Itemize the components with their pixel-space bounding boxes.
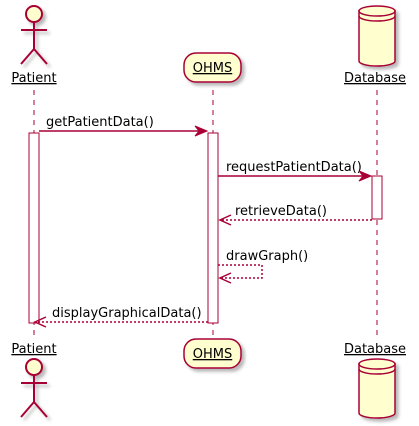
participant-label-patient-top: Patient xyxy=(11,71,56,86)
arrowhead-displaygraphicaldata xyxy=(33,316,47,328)
activation-bar-ohms xyxy=(207,132,219,324)
message-label-requestpatientdata: requestPatientData() xyxy=(226,160,362,175)
participant-label-database-top: Database xyxy=(344,71,406,86)
message-label-getpatientdata: getPatientData() xyxy=(46,115,154,130)
message-arrow-drawgraph xyxy=(218,264,263,279)
participant-box-ohms-bottom xyxy=(183,338,242,369)
message-label-displaygraphicaldata: displayGraphicalData() xyxy=(52,306,202,321)
participant-label-patient-bottom: Patient xyxy=(11,342,56,357)
message-label-retrievedata: retrieveData() xyxy=(235,204,327,219)
actor-icon-patient-top xyxy=(20,5,48,65)
arrowhead-retrievedata xyxy=(218,214,232,226)
message-label-drawgraph: drawGraph() xyxy=(226,249,308,264)
arrowhead-getpatientdata xyxy=(194,125,209,137)
participant-label-ohms-bottom: OHMS xyxy=(193,347,232,362)
activation-bar-patient xyxy=(28,132,40,324)
arrowhead-requestpatientdata xyxy=(358,170,373,182)
activation-bar-database xyxy=(371,175,383,220)
participant-label-ohms-top: OHMS xyxy=(193,61,232,76)
participant-box-ohms-top xyxy=(183,52,242,83)
actor-icon-patient-bottom xyxy=(20,358,48,418)
participant-label-database-bottom: Database xyxy=(344,342,406,357)
database-icon-bottom xyxy=(358,358,396,419)
arrowhead-drawgraph xyxy=(218,272,232,284)
database-icon-top xyxy=(358,5,396,67)
